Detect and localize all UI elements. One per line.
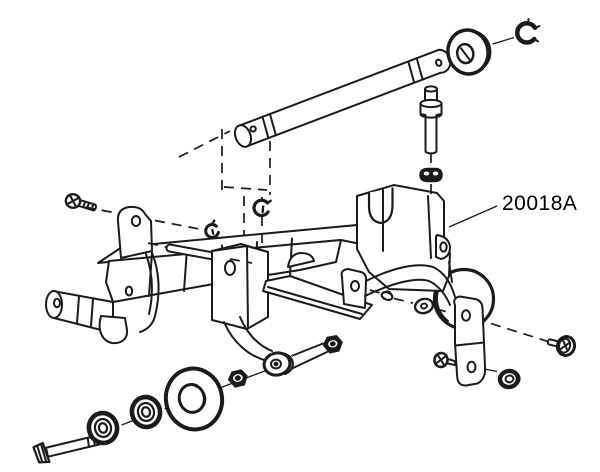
e-clip-large bbox=[252, 198, 272, 218]
bracket-boss bbox=[262, 351, 294, 377]
strap-screw-front bbox=[433, 351, 457, 369]
part-label: 20018A bbox=[502, 192, 577, 215]
bracket-foot bbox=[98, 315, 129, 345]
bracket-dome bbox=[287, 252, 315, 268]
bracket-pivot-plate bbox=[340, 268, 368, 309]
strap-bracket bbox=[453, 295, 487, 387]
bracket-hub bbox=[413, 297, 435, 315]
shaft-washer bbox=[446, 28, 494, 76]
disc-washer bbox=[163, 366, 225, 432]
bracket-link-arm bbox=[364, 264, 456, 306]
bushing-rear bbox=[129, 394, 165, 430]
strap-screw-side bbox=[546, 335, 577, 357]
main-bracket bbox=[45, 184, 496, 387]
bracket-brace bbox=[262, 275, 373, 320]
bracket-nut bbox=[322, 334, 343, 354]
pivot-screw-small bbox=[380, 290, 394, 301]
bushing-front bbox=[86, 410, 122, 446]
leader-line bbox=[448, 205, 498, 228]
bracket-lower-brace bbox=[223, 316, 328, 370]
bracket-center-block bbox=[211, 243, 269, 330]
part-callout: 20018A bbox=[448, 192, 577, 228]
axle-nut bbox=[227, 369, 248, 388]
tab-screw bbox=[64, 192, 97, 212]
dashed-guides bbox=[84, 129, 549, 343]
pivot-stud bbox=[419, 85, 443, 155]
strap-flange-nut bbox=[497, 368, 521, 390]
retaining-c-clip bbox=[515, 18, 541, 45]
bracket-flange bbox=[124, 252, 160, 333]
bracket-ear-tab bbox=[116, 205, 153, 259]
e-clip-small bbox=[204, 219, 220, 239]
stud-nut bbox=[419, 167, 443, 183]
bracket-tower bbox=[356, 184, 453, 292]
bracket-left-arm bbox=[45, 290, 114, 334]
pivot-shaft bbox=[233, 48, 452, 148]
